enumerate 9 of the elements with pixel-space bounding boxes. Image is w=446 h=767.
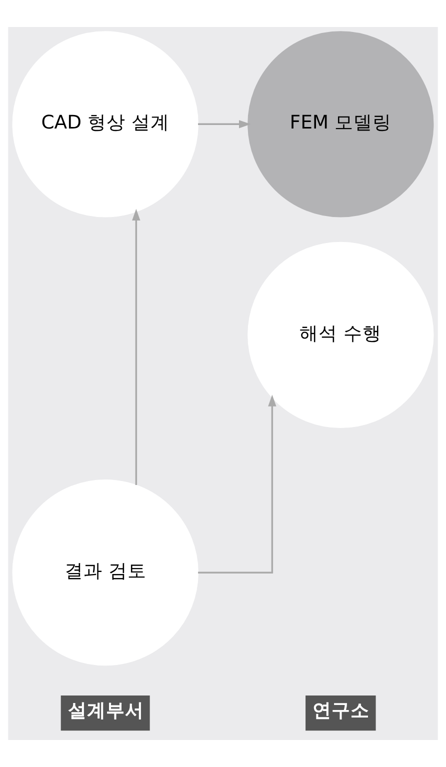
arrow bbox=[198, 120, 251, 128]
arrow bbox=[132, 208, 140, 486]
node-circle: 결과 검토 bbox=[12, 480, 198, 666]
arrow bbox=[198, 394, 276, 574]
node-circle: CAD 형상 설계 bbox=[12, 31, 198, 218]
label: 연구소 bbox=[312, 700, 370, 722]
label: 설계부서 bbox=[68, 700, 144, 722]
node-circle: 해석 수행 bbox=[248, 242, 434, 428]
node-circle: FEM 모델링 bbox=[248, 31, 434, 218]
